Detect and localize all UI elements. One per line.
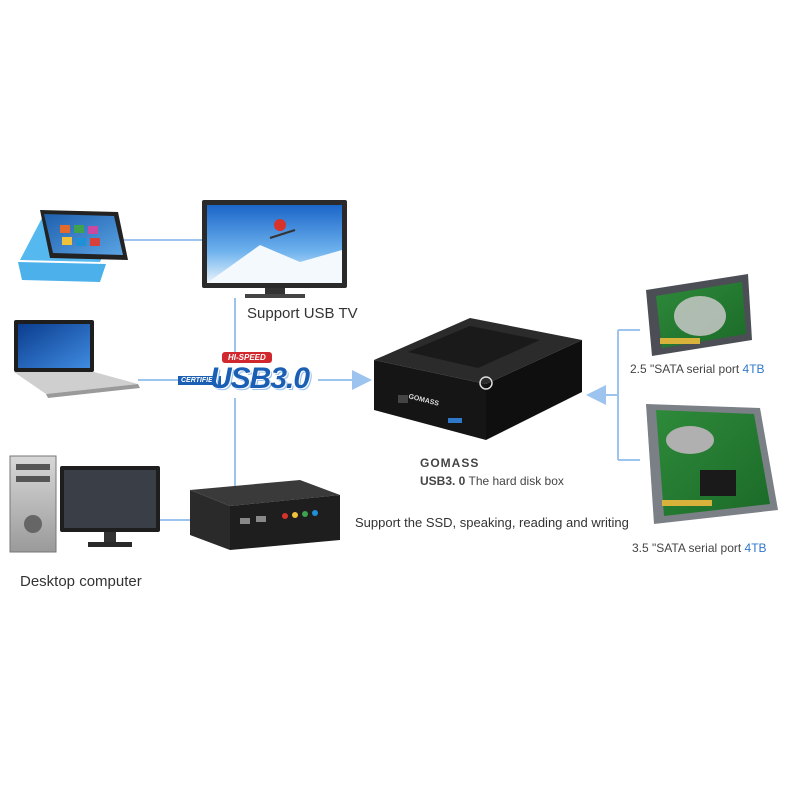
hdd-25-label: 2.5 "SATA serial port 4TB	[630, 362, 765, 376]
usb3-logo-hi-speed: HI-SPEED	[222, 352, 272, 363]
hdd-35-label: 3.5 "SATA serial port 4TB	[632, 541, 767, 555]
hdd-25-capacity: 4TB	[742, 362, 765, 376]
hdd-35-capacity: 4TB	[744, 541, 767, 555]
usb3-logo: HI-SPEED CERTIFIED USB3.0	[178, 352, 328, 402]
support-label: Support the SSD, speaking, reading and w…	[355, 515, 629, 530]
desktop-icon	[9, 455, 160, 553]
product-desc-suffix: The hard disk box	[468, 474, 564, 488]
product-desc-label: USB3. 0 The hard disk box	[420, 474, 564, 488]
usb3-logo-main: USB3.0	[210, 362, 310, 395]
hdd-35-icon	[646, 404, 778, 524]
tv-label: Support USB TV	[247, 305, 358, 322]
hdd-dock-icon	[374, 318, 582, 440]
hdd-25-icon	[646, 274, 752, 356]
product-desc-prefix: USB3. 0	[420, 474, 466, 488]
product-name-label: GOMASS	[420, 456, 480, 470]
hdd-35-text: 3.5 "SATA serial port	[632, 541, 742, 555]
hdd-25-text: 2.5 "SATA serial port	[630, 362, 740, 376]
connector-lines	[120, 239, 640, 521]
media-player-icon	[190, 480, 340, 550]
usb3-logo-certified: CERTIFIED	[178, 376, 221, 385]
tablet-icon	[18, 210, 128, 282]
tv-icon	[202, 200, 347, 298]
desktop-label: Desktop computer	[20, 573, 142, 590]
laptop-icon	[14, 320, 140, 398]
